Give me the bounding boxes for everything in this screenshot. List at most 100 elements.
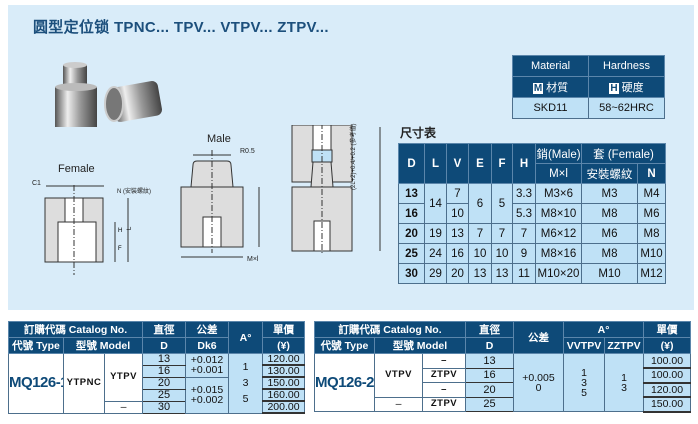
type-code: MQ126-1 bbox=[8, 353, 64, 414]
hardness-header: Hardness bbox=[588, 55, 665, 77]
price-cell: 100.00 bbox=[643, 353, 692, 369]
model-variant: – bbox=[421, 382, 467, 398]
col-f: F bbox=[491, 143, 513, 184]
cell-mxl: M8×10 bbox=[535, 203, 582, 224]
cell-thread: M6 bbox=[581, 223, 638, 244]
dk6-header: Dk6 bbox=[185, 337, 230, 354]
price-cell: 160.00 bbox=[262, 388, 306, 403]
price-cell: 200.00 bbox=[262, 400, 306, 415]
diameter-cell: 13 bbox=[142, 353, 187, 366]
price-header: 單價 bbox=[262, 321, 306, 338]
price-cell: 120.00 bbox=[643, 382, 692, 398]
cell-d: 20 bbox=[398, 223, 425, 244]
model-variant: – bbox=[421, 353, 467, 369]
svg-text:L: L bbox=[127, 226, 133, 230]
r-label: R0.5 bbox=[240, 148, 255, 155]
col-e: E bbox=[468, 143, 492, 184]
cell-thread: M8 bbox=[581, 203, 638, 224]
material-value: SKD11 bbox=[512, 97, 589, 119]
cell-mxl: M6×12 bbox=[535, 223, 582, 244]
cell-thread: M10 bbox=[581, 263, 638, 284]
cell-h: 9 bbox=[512, 243, 536, 264]
mxl-label: M×l bbox=[247, 256, 259, 263]
diameter-cell: 13 bbox=[465, 353, 515, 369]
price-cell: 150.00 bbox=[262, 376, 306, 391]
female-drawing: L F H bbox=[44, 185, 133, 275]
cell-e: 6 bbox=[468, 183, 492, 224]
price-header: 單價 bbox=[643, 321, 692, 338]
product-photo bbox=[55, 62, 162, 127]
cell-d: 30 bbox=[398, 263, 425, 284]
table-row: 16 10 5.3 M8×10 M8 M6 bbox=[398, 203, 667, 224]
diameter-header: 直徑 bbox=[465, 321, 515, 338]
material-header: Material bbox=[512, 55, 589, 77]
cell-h: 3.3 bbox=[512, 183, 536, 204]
dimension-table: D L V E F H 銷(Male) 套 (Female) M×l 安裝螺紋 … bbox=[398, 143, 667, 284]
col-l: L bbox=[424, 143, 447, 184]
price-cell: 130.00 bbox=[262, 364, 306, 379]
model-code: – bbox=[374, 396, 423, 412]
cell-n: M4 bbox=[636, 183, 667, 204]
male-drawing bbox=[180, 150, 260, 258]
vvtpv-header: VVTPV bbox=[563, 337, 606, 354]
model-variant: ZTPV bbox=[421, 396, 467, 412]
cell-f: 5 bbox=[491, 183, 513, 224]
cell-l: 14 bbox=[424, 183, 447, 224]
hardness-value: 58~62HRC bbox=[588, 97, 665, 119]
d-header: D bbox=[142, 337, 187, 354]
cell-v: 13 bbox=[446, 223, 469, 244]
yen-header: (¥) bbox=[643, 337, 692, 354]
col-d: D bbox=[398, 143, 425, 184]
type-header: 代號 Type bbox=[314, 337, 375, 354]
cell-thread: M3 bbox=[581, 183, 638, 204]
cell-d: 13 bbox=[398, 183, 425, 204]
angle-header: A° bbox=[563, 321, 645, 338]
cell-v: 10 bbox=[446, 203, 469, 224]
col-mxl: M×l bbox=[535, 163, 582, 184]
model-variant: YTPV bbox=[103, 353, 144, 402]
model-variant: – bbox=[103, 400, 144, 414]
cell-f: 7 bbox=[491, 223, 513, 244]
cell-l: 29 bbox=[424, 263, 447, 284]
cell-e: 7 bbox=[468, 223, 492, 244]
cell-mxl: M8×16 bbox=[535, 243, 582, 264]
cell-l: 24 bbox=[424, 243, 447, 264]
n-label: N (安裝螺紋) bbox=[117, 189, 151, 195]
price-cell: 100.00 bbox=[643, 367, 692, 384]
cell-h: 7 bbox=[512, 223, 536, 244]
material-cn: 材質 bbox=[546, 82, 569, 94]
cell-thread: M8 bbox=[581, 243, 638, 264]
svg-text:H: H bbox=[118, 228, 122, 234]
cell-n: M10 bbox=[636, 243, 667, 264]
cell-n: M12 bbox=[636, 263, 667, 284]
table-row: 13 14 7 6 5 3.3 M3×6 M3 M4 bbox=[398, 183, 667, 224]
c1-label: C1 bbox=[32, 180, 41, 187]
diameter-cell: 16 bbox=[142, 364, 187, 378]
diameter-cell: 20 bbox=[465, 382, 515, 398]
female-label: Female bbox=[58, 163, 95, 175]
type-code: MQ126-2 bbox=[314, 353, 375, 412]
cell-l: 19 bbox=[424, 223, 447, 244]
table-row: 25 160.00 bbox=[9, 388, 306, 403]
dimension-table-label: 尺寸表 bbox=[400, 126, 437, 140]
price-cell: 150.00 bbox=[643, 396, 692, 413]
hardness-cn: 硬度 bbox=[621, 82, 644, 94]
col-n: N bbox=[636, 163, 667, 184]
diameter-cell: 25 bbox=[142, 388, 187, 402]
col-male: 銷(Male) bbox=[535, 143, 582, 164]
cell-n: M8 bbox=[636, 223, 667, 244]
m-badge-icon: M bbox=[532, 83, 544, 94]
tolerance-cell: +0.012+0.001 bbox=[185, 353, 230, 378]
